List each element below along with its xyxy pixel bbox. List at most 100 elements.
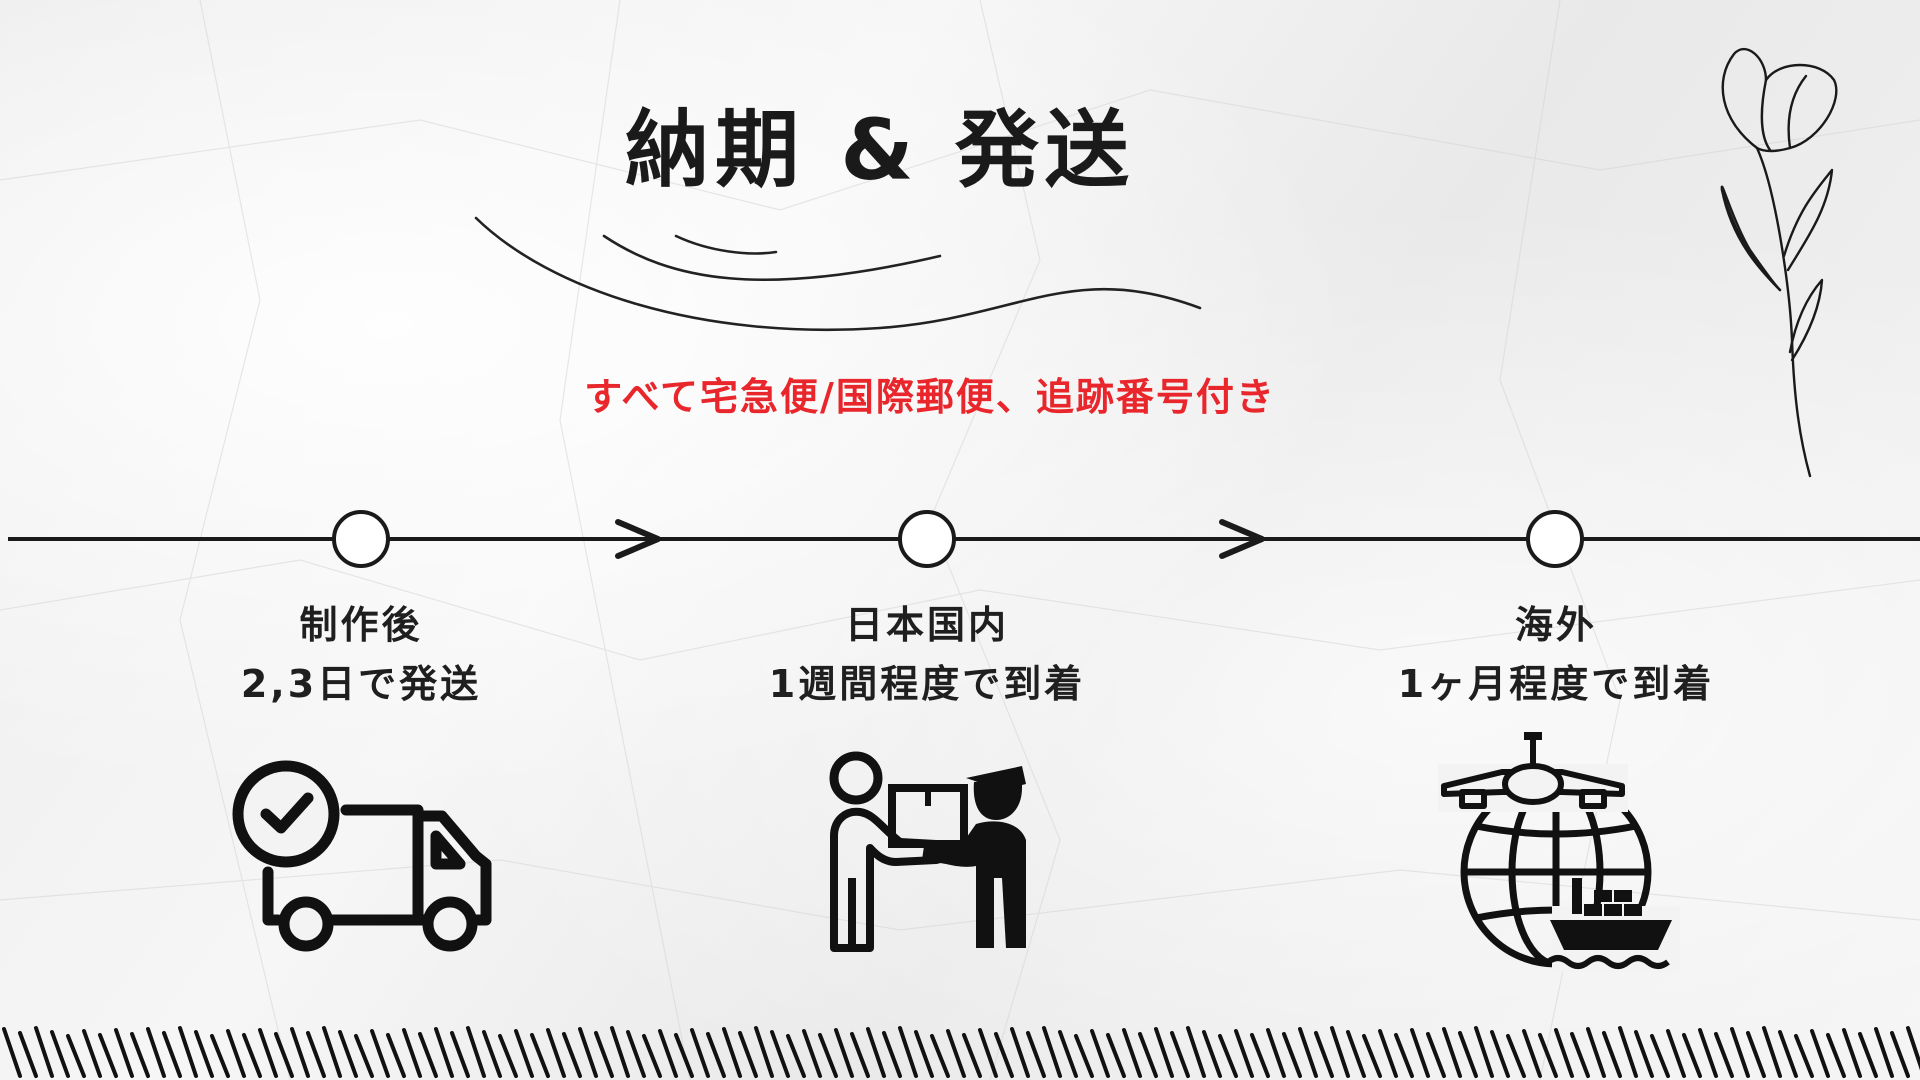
hatch-stroke (562, 1032, 582, 1078)
hatch-stroke (130, 1032, 150, 1078)
step-detail: 2,3日で発送 (240, 661, 482, 706)
hatch-stroke (690, 1028, 710, 1078)
hatch-stroke (418, 1032, 438, 1078)
hatch-stroke (1890, 1031, 1910, 1078)
hatch-stroke (1074, 1034, 1094, 1078)
hatch-stroke (1282, 1032, 1302, 1078)
step-title: 海外 (1514, 603, 1597, 647)
hatch-stroke (1810, 1029, 1830, 1078)
hatch-stroke (306, 1031, 326, 1078)
hatch-stroke (578, 1027, 598, 1078)
swoosh-lines-decoration (474, 216, 1202, 332)
page-title: 納期 & 発送 (625, 101, 1135, 199)
hatch-stroke (210, 1034, 230, 1078)
hatch-stroke (1266, 1028, 1286, 1078)
global-shipping-icon (1438, 732, 1680, 972)
hatch-border-decoration (2, 1026, 1920, 1078)
hatch-stroke (674, 1033, 694, 1078)
hatch-stroke (1202, 1030, 1222, 1078)
hatch-stroke (1378, 1029, 1398, 1078)
hatch-stroke (50, 1030, 70, 1078)
hatch-stroke (1346, 1030, 1366, 1078)
hatch-stroke (1682, 1033, 1702, 1078)
hatch-stroke (722, 1027, 742, 1078)
hatch-stroke (1186, 1026, 1206, 1078)
hatch-stroke (1138, 1032, 1158, 1078)
hatch-stroke (242, 1033, 262, 1078)
hatch-stroke (1234, 1029, 1254, 1078)
hatch-stroke (1746, 1031, 1766, 1078)
hatch-stroke (66, 1034, 86, 1078)
hatch-stroke (1858, 1032, 1878, 1078)
hatch-stroke (850, 1032, 870, 1078)
hatch-stroke (482, 1030, 502, 1078)
hatch-stroke (386, 1033, 406, 1078)
hatch-stroke (1762, 1026, 1782, 1078)
hatch-stroke (1250, 1033, 1270, 1078)
hatch-stroke (1090, 1029, 1110, 1078)
hatch-stroke (1698, 1028, 1718, 1078)
hatch-stroke (226, 1029, 246, 1078)
hatch-stroke (1442, 1027, 1462, 1078)
hatch-stroke (1602, 1031, 1622, 1078)
hatch-stroke (1586, 1027, 1606, 1078)
hatch-stroke (834, 1028, 854, 1078)
step-title: 制作後 (299, 603, 423, 647)
hatch-stroke (370, 1029, 390, 1078)
hatch-stroke (738, 1031, 758, 1078)
hatch-stroke (450, 1031, 470, 1078)
hatch-stroke (658, 1029, 678, 1078)
tulip-flower-illustration (1720, 47, 1838, 478)
hatch-stroke (1666, 1029, 1686, 1078)
hatch-stroke (754, 1026, 774, 1078)
hatch-stroke (1042, 1026, 1062, 1078)
hatch-stroke (706, 1032, 726, 1078)
hatch-stroke (1298, 1027, 1318, 1078)
hatch-stroke (1394, 1033, 1414, 1078)
hatch-stroke (338, 1030, 358, 1078)
hatch-stroke (162, 1031, 182, 1078)
hatch-stroke (818, 1033, 838, 1078)
step-after-production: 制作後 2,3日で発送 (101, 596, 621, 714)
hatch-stroke (1554, 1028, 1574, 1078)
hatch-stroke (402, 1028, 422, 1078)
hatch-stroke (978, 1028, 998, 1078)
hatch-stroke (1330, 1026, 1350, 1078)
package-handover-icon (829, 751, 1026, 952)
hatch-stroke (1362, 1034, 1382, 1078)
hatch-stroke (898, 1026, 918, 1078)
hatch-stroke (1218, 1034, 1238, 1078)
hatch-stroke (1490, 1030, 1510, 1078)
hatch-stroke (1778, 1030, 1798, 1078)
hatch-stroke (354, 1034, 374, 1078)
hatch-stroke (1410, 1028, 1430, 1078)
hatch-stroke (1474, 1026, 1494, 1078)
hatch-stroke (1106, 1033, 1126, 1078)
hatch-stroke (1458, 1031, 1478, 1078)
hatch-stroke (290, 1027, 310, 1078)
hatch-stroke (1874, 1027, 1894, 1078)
hatch-stroke (530, 1033, 550, 1078)
hatch-stroke (1506, 1034, 1526, 1078)
hatch-stroke (258, 1028, 278, 1078)
hatch-stroke (594, 1031, 614, 1078)
hatch-stroke (274, 1032, 294, 1078)
shipping-method-note: すべて宅急便/国際郵便、追跡番号付き (584, 375, 1276, 419)
hatch-stroke (1714, 1032, 1734, 1078)
hatch-stroke (1650, 1034, 1670, 1078)
hatch-stroke (18, 1031, 38, 1078)
hatch-stroke (1058, 1030, 1078, 1078)
hatch-stroke (626, 1030, 646, 1078)
hatch-stroke (146, 1027, 166, 1078)
hatch-stroke (1634, 1030, 1654, 1078)
hatch-stroke (434, 1027, 454, 1078)
hatch-stroke (1538, 1033, 1558, 1078)
hatch-stroke (1906, 1026, 1920, 1071)
hatch-stroke (882, 1031, 902, 1078)
hatch-stroke (322, 1026, 342, 1078)
step-overseas: 海外 1ヶ月程度で到着 (1296, 596, 1816, 714)
hatch-stroke (82, 1029, 102, 1078)
hatch-stroke (98, 1033, 118, 1078)
hatch-stroke (946, 1029, 966, 1078)
